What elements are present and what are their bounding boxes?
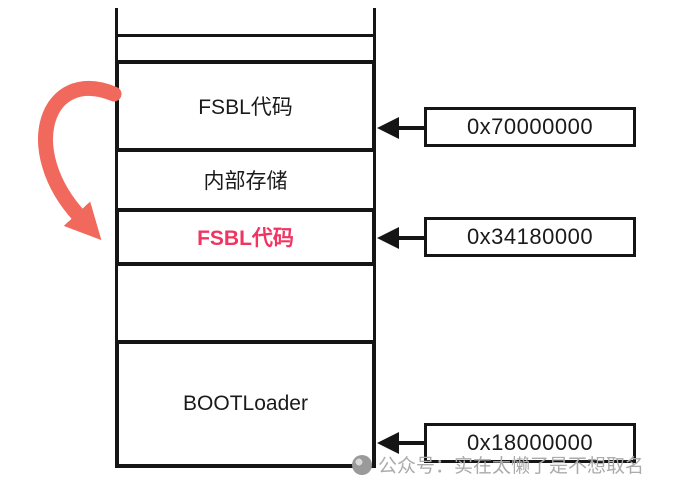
block-fsbl-copy-label: FSBL代码 <box>197 227 294 250</box>
arrow-shaft <box>393 441 424 445</box>
block-fsbl-source: FSBL代码 <box>115 60 376 152</box>
block-bootloader: BOOTLoader <box>115 340 376 468</box>
address-value: 0x34180000 <box>466 224 594 249</box>
block-fsbl-source-label: FSBL代码 <box>198 96 293 119</box>
address-box-bootloader: 0x18000000 <box>424 423 636 463</box>
arrowhead-left-icon <box>377 227 399 249</box>
watermark-logo-icon <box>352 454 372 475</box>
arrowhead-left-icon <box>377 432 399 454</box>
watermark-text: 公众号：实在太懒了是不想取名 <box>378 456 645 477</box>
address-arrow-icon <box>377 227 425 249</box>
block-internal-storage: 内部存储 <box>118 152 373 208</box>
address-box-fsbl-copy: 0x34180000 <box>424 217 636 257</box>
arrowhead-left-icon <box>377 117 399 139</box>
address-arrow-icon <box>377 117 425 139</box>
address-value: 0x70000000 <box>466 114 594 139</box>
address-box-fsbl-source: 0x70000000 <box>424 107 636 147</box>
copy-arrow-path <box>38 81 122 241</box>
block-bootloader-label: BOOTLoader <box>183 392 308 415</box>
address-arrow-icon <box>377 432 425 454</box>
memory-column-top-divider <box>115 34 376 37</box>
watermark: 公众号：实在太懒了是不想取名 <box>352 451 644 478</box>
block-fsbl-copy: FSBL代码 <box>115 208 376 266</box>
address-value: 0x18000000 <box>466 430 594 455</box>
arrow-shaft <box>393 236 424 240</box>
internal-storage-label: 内部存储 <box>203 170 288 193</box>
arrow-shaft <box>393 126 424 130</box>
